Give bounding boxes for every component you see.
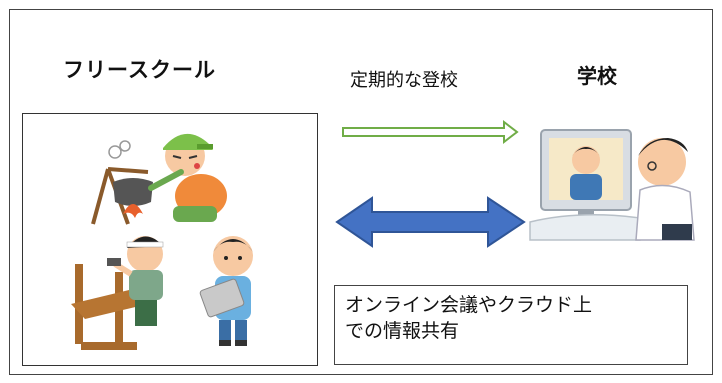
regular-attendance-label: 定期的な登校 xyxy=(350,70,458,91)
tablet-boy-icon xyxy=(199,236,253,346)
diagram-frame xyxy=(9,9,713,375)
regular-attendance-arrow xyxy=(342,119,519,145)
camping-boy-icon xyxy=(91,133,227,225)
free-school-title: フリースクール xyxy=(63,58,216,82)
online-sharing-arrow xyxy=(335,196,526,248)
school-title: 学校 xyxy=(577,64,617,88)
free-school-illustration-box xyxy=(22,113,318,366)
carpenter-boy-icon xyxy=(71,236,164,350)
note-line-1: オンライン会議やクラウド上 xyxy=(345,294,593,316)
online-sharing-note: オンライン会議やクラウド上 での情報共有 xyxy=(334,285,688,365)
note-line-2: での情報共有 xyxy=(345,320,460,342)
